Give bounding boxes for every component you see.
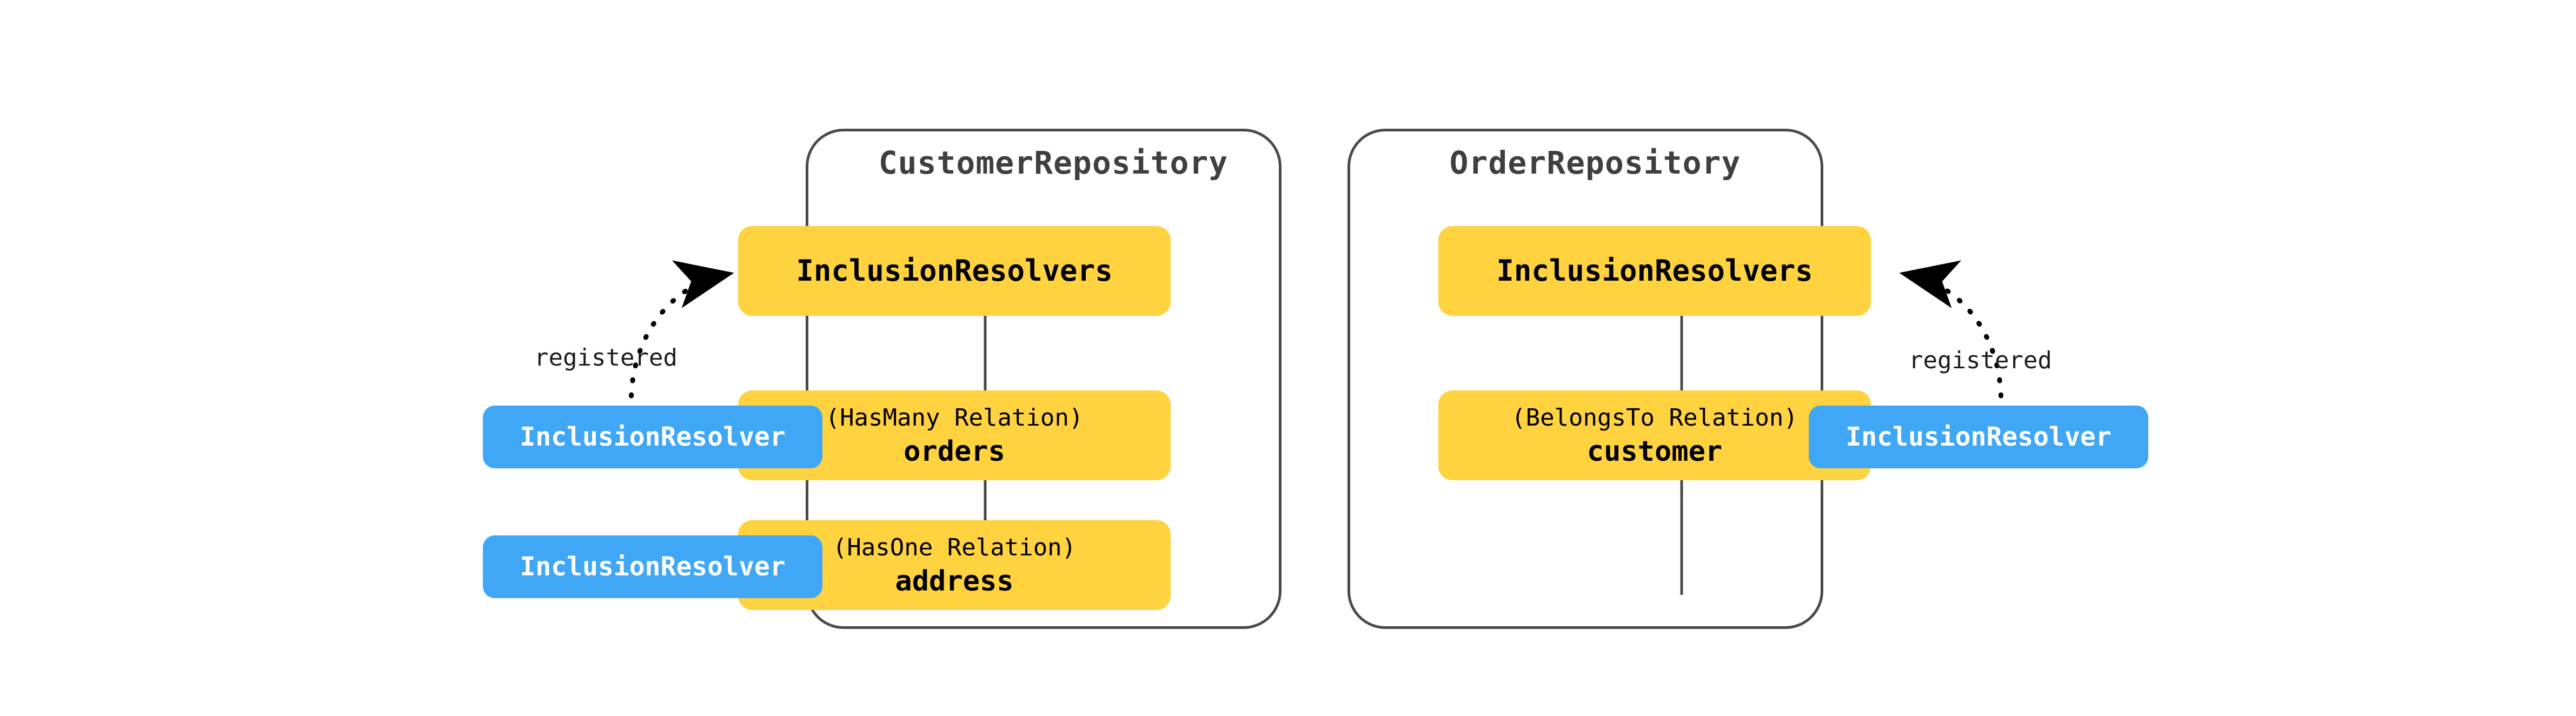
relation-kind-label: (HasMany Relation) bbox=[825, 404, 1084, 432]
node-relation-customer[interactable]: (BelongsTo Relation) customer bbox=[1438, 390, 1871, 480]
node-inclusion-resolver-orders[interactable]: InclusionResolver bbox=[483, 406, 822, 468]
node-inclusion-resolvers-customer[interactable]: InclusionResolvers bbox=[738, 226, 1171, 316]
relation-kind-label: (HasOne Relation) bbox=[832, 534, 1077, 562]
relation-kind-label: (BelongsTo Relation) bbox=[1511, 404, 1798, 432]
relation-name-label: customer bbox=[1586, 435, 1723, 468]
node-inclusion-resolvers-order[interactable]: InclusionResolvers bbox=[1438, 226, 1871, 316]
registered-edge-customer bbox=[628, 260, 734, 414]
node-label: InclusionResolver bbox=[1845, 422, 2112, 452]
repository-title-order: OrderRepository bbox=[1449, 144, 1741, 181]
relation-name-label: orders bbox=[904, 435, 1005, 468]
node-inclusion-resolver-address[interactable]: InclusionResolver bbox=[483, 535, 822, 598]
node-inclusion-resolver-customer[interactable]: InclusionResolver bbox=[1809, 406, 2148, 468]
node-label: InclusionResolver bbox=[520, 552, 786, 582]
node-label: InclusionResolvers bbox=[796, 253, 1113, 288]
repository-frame-customer bbox=[806, 129, 1282, 629]
repository-title-customer: CustomerRepository bbox=[878, 144, 1229, 181]
node-label: InclusionResolvers bbox=[1496, 253, 1813, 288]
repository-frame-order bbox=[1347, 129, 1823, 629]
registered-edge-order bbox=[1899, 260, 2004, 414]
edge-label-registered-order: registered bbox=[1909, 347, 2052, 374]
node-label: InclusionResolver bbox=[520, 422, 786, 452]
relation-name-label: address bbox=[895, 565, 1014, 598]
edge-label-registered-customer: registered bbox=[534, 344, 678, 372]
